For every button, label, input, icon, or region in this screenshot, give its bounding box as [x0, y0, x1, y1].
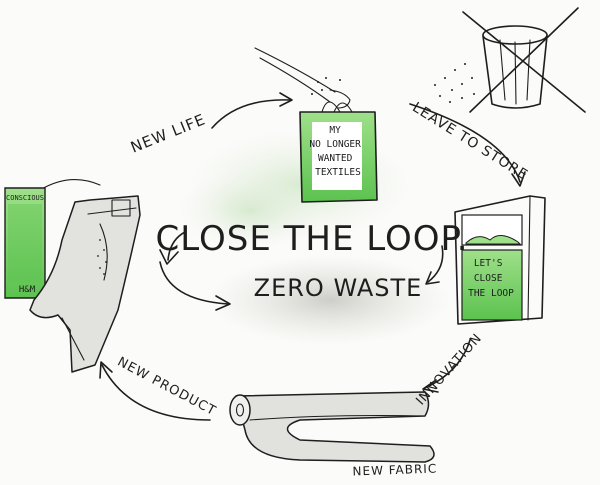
collection-bin-icon: LET'S CLOSE THE LOOP [454, 195, 546, 325]
svg-text:LET'S CLOSE THE LO: LET'S CLOSE THE LOOP [468, 258, 514, 299]
bag-text-line-2: NO LONGER [309, 139, 361, 150]
bag-text-line-4: TEXTILES [315, 167, 361, 178]
label-innovation: INNOVATION [413, 331, 485, 409]
arrow-inner-top [167, 231, 186, 261]
label-new-life: NEW LIFE [128, 110, 208, 156]
bag-text-line-3: WANTED [318, 153, 353, 164]
arrow-inner-left [159, 261, 229, 305]
label-new-fabric: NEW FABRIC [352, 462, 437, 479]
bin-text-line-1: LET'S [474, 258, 503, 269]
arrow-leave-to-store [409, 103, 521, 183]
page-subtitle: ZERO WASTE [254, 274, 423, 302]
arrow-inner-right [427, 245, 444, 283]
fabric-roll-icon [229, 391, 435, 463]
bin-text-line-3: THE LOOP [468, 288, 514, 299]
bin-text-line-2: CLOSE [474, 273, 503, 284]
trash-can-crossed-icon [434, 7, 586, 113]
bag-text-line-1: MY [329, 125, 341, 136]
textile-bag-icon: MY NO LONGER WANTED TEXTILES [254, 47, 378, 203]
label-new-product: NEW PRODUCT [115, 355, 219, 420]
arrow-new-product [101, 364, 211, 421]
arrow-innovation [424, 339, 471, 389]
jeans-icon: CONSCIOUS H&M [4, 179, 141, 373]
tag-brand-text: H&M [19, 285, 36, 295]
tag-top-text: CONSCIOUS [6, 194, 44, 202]
cycle-arrows [99, 92, 526, 421]
page-title: CLOSE THE LOOP. [156, 219, 469, 259]
arrow-new-life [211, 99, 291, 129]
svg-text:MY NO LONGER WANTE: MY NO LONGER WANTED TEXTILES [309, 125, 366, 178]
